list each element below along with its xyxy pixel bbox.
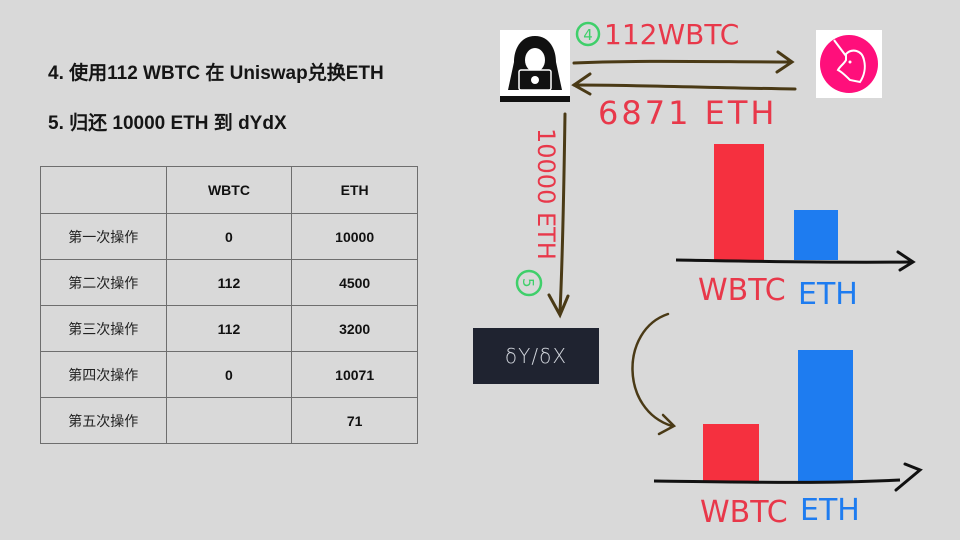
operations-table: WBTC ETH 第一次操作 0 10000 第二次操作 112 4500 第三… (40, 166, 418, 444)
chart-after-swap: WBTC ETH (653, 350, 923, 530)
table-row: 第三次操作 112 3200 (40, 305, 418, 352)
header-eth: ETH (291, 166, 418, 214)
header-wbtc: WBTC (165, 166, 293, 214)
bar-wbtc-after (703, 424, 759, 482)
chart1-label-eth: ETH (798, 277, 858, 312)
table-row: 第四次操作 0 10071 (40, 351, 418, 398)
eth-value: 4500 (291, 259, 418, 306)
step-4-label: 112WBTC (604, 18, 739, 51)
header-empty (40, 166, 167, 214)
eth-value: 3200 (291, 305, 418, 352)
bar-eth-before (794, 210, 838, 260)
step-4-text: 4. 使用112 WBTC 在 Uniswap兑换ETH (48, 63, 384, 84)
chart2-label-eth: ETH (800, 493, 860, 528)
dydx-logo: δY/δX (473, 328, 599, 384)
step-5-badge-number: 5 (519, 278, 537, 288)
wbtc-value (165, 397, 293, 444)
eth-value: 10071 (291, 351, 418, 398)
return-arrow-down (547, 112, 570, 319)
step-5-label: 10000 ETH (532, 128, 560, 260)
bar-wbtc-before (714, 144, 764, 260)
step-4-badge-number: 4 (583, 26, 593, 44)
chart-before-swap: WBTC ETH (675, 144, 916, 312)
row-label: 第一次操作 (40, 213, 167, 260)
row-label: 第五次操作 (40, 397, 167, 444)
table-row: 第二次操作 112 4500 (40, 259, 418, 306)
chart1-label-wbtc: WBTC (698, 273, 786, 308)
row-label: 第三次操作 (40, 305, 167, 352)
row-label: 第二次操作 (40, 259, 167, 306)
chart2-label-wbtc: WBTC (700, 495, 788, 530)
step-4-badge (575, 21, 601, 47)
bar-eth-after (798, 350, 853, 482)
wbtc-value: 112 (165, 259, 293, 306)
transition-arrow (631, 312, 677, 436)
swap-arrow-left (571, 72, 797, 96)
table-row: 第一次操作 0 10000 (40, 213, 418, 260)
swap-arrow-right (572, 50, 795, 74)
eth-value: 10000 (291, 213, 418, 260)
step-5-text: 5. 归还 10000 ETH 到 dYdX (48, 113, 287, 134)
return-eth-label: 6871 ETH (598, 94, 777, 132)
table-row: 第五次操作 71 (40, 397, 418, 444)
wbtc-value: 0 (165, 213, 293, 260)
eth-value: 71 (291, 397, 418, 444)
step-5-badge (515, 269, 543, 297)
uniswap-unicorn-icon (816, 30, 882, 98)
row-label: 第四次操作 (40, 351, 167, 398)
hacker-icon (500, 30, 570, 102)
table-header-row: WBTC ETH (40, 166, 418, 214)
